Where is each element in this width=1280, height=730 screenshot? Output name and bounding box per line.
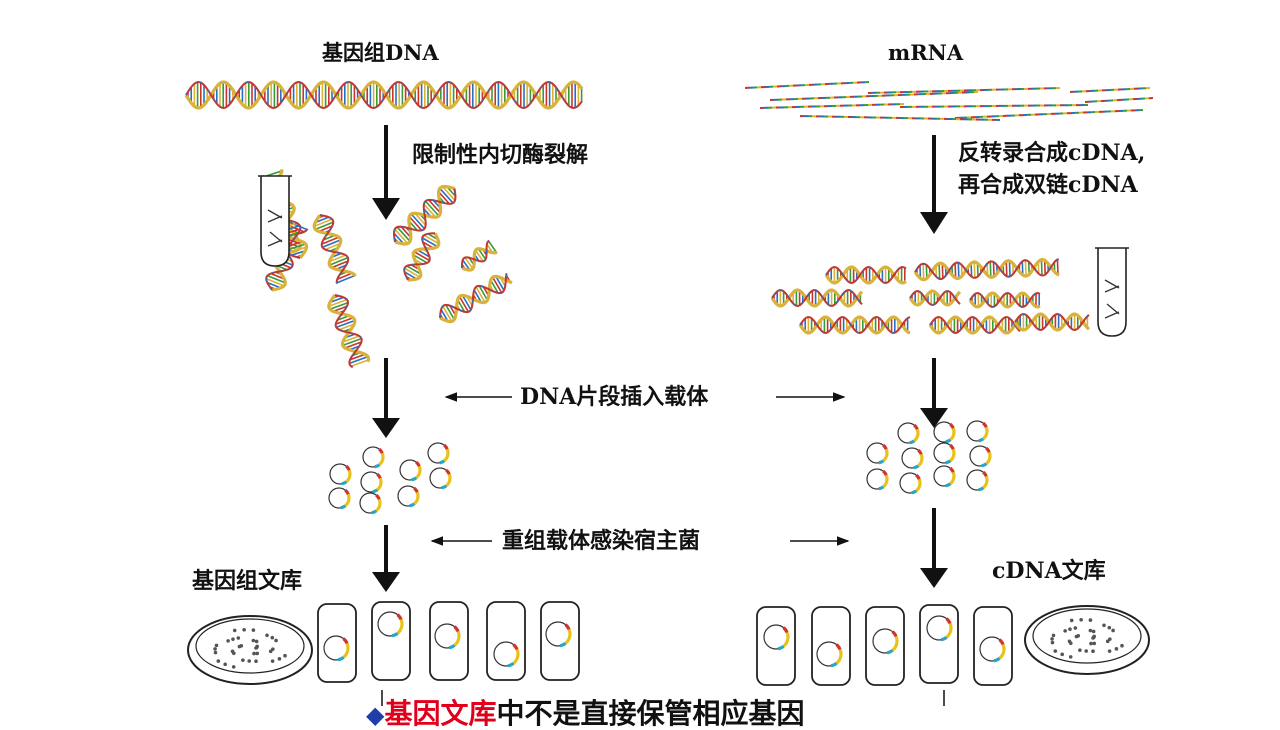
plasmid — [967, 470, 987, 490]
helix-segment — [930, 317, 1020, 333]
plasmid — [934, 422, 954, 442]
insert-into-vector-label: DNA片段插入载体 — [520, 386, 708, 408]
plasmid — [378, 612, 402, 636]
bacterium-cell — [866, 607, 904, 685]
bacterium-cell — [372, 602, 410, 680]
flow-arrows — [386, 125, 934, 582]
plasmid — [967, 421, 987, 441]
plasmid — [398, 486, 418, 506]
caption-highlight: 基因文库 — [384, 697, 496, 730]
plasmid — [546, 622, 570, 646]
helix-segment — [326, 292, 370, 368]
helix-segment — [910, 291, 960, 305]
bottom-caption: ◆基因文库中不是直接保管相应基因 — [366, 700, 805, 728]
arrowhead — [372, 198, 400, 220]
petri-dish-left — [188, 616, 312, 684]
caption-rest: 中不是直接保管相应基因 — [496, 697, 804, 730]
infect-host-label: 重组载体感染宿主菌 — [502, 530, 700, 552]
bacterium-cell — [487, 602, 525, 680]
bacterium-cell — [541, 602, 579, 680]
plasmid — [324, 636, 348, 660]
plasmid — [817, 642, 841, 666]
plasmid — [330, 464, 350, 484]
helix-segment — [772, 290, 862, 306]
genomic-dna-title: 基因组DNA — [322, 42, 439, 63]
plasmid — [902, 448, 922, 468]
double-arrows — [432, 397, 848, 541]
recombinant-plasmids-left — [329, 443, 450, 513]
plasmid — [970, 446, 990, 466]
plasmid — [867, 469, 887, 489]
arrowhead — [920, 212, 948, 234]
bacterium-cell — [812, 607, 850, 685]
bacterium-cell — [757, 607, 795, 685]
arrowhead — [372, 572, 400, 592]
mrna-title: mRNA — [888, 42, 963, 63]
plasmid — [934, 443, 954, 463]
helix-segment — [458, 240, 497, 273]
plasmid — [430, 468, 450, 488]
bacterium-cell — [974, 607, 1012, 685]
plasmid — [980, 637, 1004, 661]
helix-segment — [915, 259, 1059, 280]
arrowhead — [920, 568, 948, 588]
arrowhead — [372, 418, 400, 438]
plasmid — [764, 625, 788, 649]
bacterium-cell — [920, 605, 958, 683]
helix-segment — [970, 293, 1040, 307]
test-tube-left — [258, 176, 292, 266]
host-bacteria-left — [318, 602, 579, 682]
plasmid — [934, 466, 954, 486]
helix-segment — [826, 267, 906, 283]
helix-segment — [311, 211, 356, 283]
bacterium-cell — [318, 604, 356, 682]
reverse-transcription-label-line1: 反转录合成cDNA, — [958, 142, 1145, 164]
caption-bullet-icon: ◆ — [366, 700, 384, 729]
plasmid — [900, 473, 920, 493]
plasmid — [360, 493, 380, 513]
plasmid — [435, 624, 459, 648]
cdna-library-label: cDNA文库 — [992, 560, 1106, 582]
plasmid — [494, 642, 518, 666]
plasmid — [927, 616, 951, 640]
helix-segment — [1015, 314, 1089, 330]
petri-dish-right — [1025, 606, 1149, 674]
helix-segment — [800, 317, 910, 333]
host-bacteria-right — [757, 605, 1012, 685]
plasmid — [898, 423, 918, 443]
cdna-fragments-right — [772, 259, 1089, 333]
helix-segment — [436, 270, 514, 326]
restriction-digest-label: 限制性内切酶裂解 — [412, 144, 588, 166]
genomic-dna-helix — [186, 82, 582, 108]
recombinant-plasmids-right — [867, 421, 990, 493]
plasmid — [400, 460, 420, 480]
mrna-strands — [745, 82, 1153, 120]
plasmid — [329, 488, 349, 508]
helix-segment — [186, 82, 582, 108]
plasmid — [428, 443, 448, 463]
reverse-transcription-label-line2: 再合成双链cDNA — [958, 174, 1138, 196]
plasmid — [873, 629, 897, 653]
bacterium-cell — [430, 602, 468, 680]
genomic-library-label: 基因组文库 — [192, 570, 302, 592]
plasmid — [361, 472, 381, 492]
plasmid — [363, 447, 383, 467]
test-tube-right — [1095, 248, 1129, 336]
plasmid — [867, 443, 887, 463]
